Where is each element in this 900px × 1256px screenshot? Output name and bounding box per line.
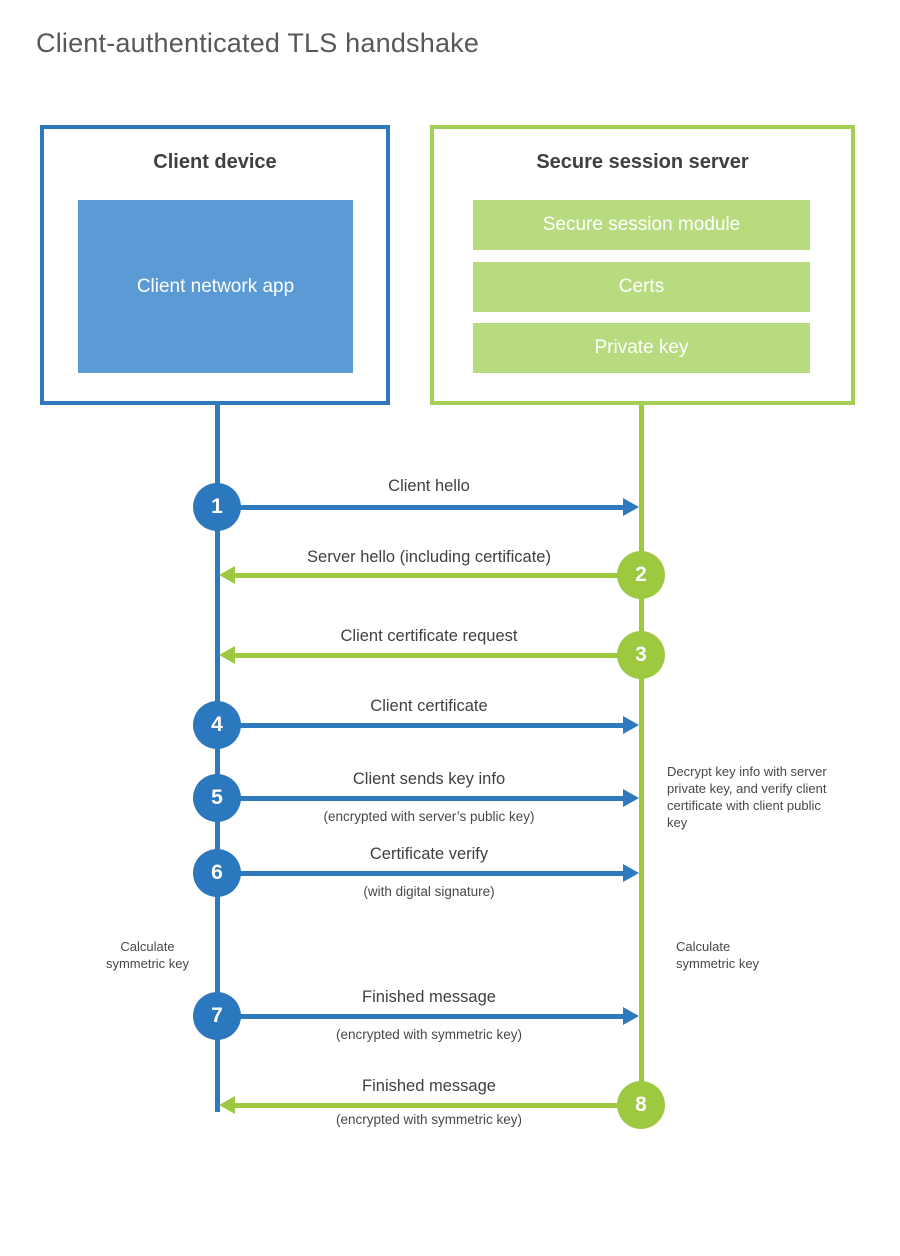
server-module-certs: Certs bbox=[473, 262, 810, 312]
arrowhead-right-icon bbox=[623, 864, 639, 882]
arrowhead-right-icon bbox=[623, 1007, 639, 1025]
arrowhead-right-icon bbox=[623, 789, 639, 807]
step-sublabel: (with digital signature) bbox=[363, 884, 495, 899]
step-arrow bbox=[217, 505, 623, 510]
step-label: Finished message bbox=[362, 988, 496, 1006]
step-sublabel: (encrypted with symmetric key) bbox=[335, 1112, 523, 1127]
note-calculate-symmetric-key-client: Calculate symmetric key bbox=[105, 939, 190, 972]
step-marker-8: 8 bbox=[617, 1081, 665, 1129]
note-calculate-symmetric-key-server: Calculate symmetric key bbox=[676, 939, 760, 972]
server-module-secure-session: Secure session module bbox=[473, 200, 810, 250]
step-arrow bbox=[235, 573, 641, 578]
arrowhead-right-icon bbox=[623, 498, 639, 516]
secure-session-server-heading: Secure session server bbox=[536, 151, 749, 173]
step-arrow bbox=[217, 871, 623, 876]
client-network-app-module: Client network app bbox=[78, 200, 353, 373]
step-marker-6: 6 bbox=[193, 849, 241, 897]
step-label: Client certificate bbox=[370, 697, 488, 715]
server-module-private-key: Private key bbox=[473, 323, 810, 373]
step-marker-7: 7 bbox=[193, 992, 241, 1040]
step-marker-2: 2 bbox=[617, 551, 665, 599]
step-arrow bbox=[235, 1103, 641, 1108]
step-label: Client certificate request bbox=[340, 627, 518, 645]
step-arrow bbox=[217, 723, 623, 728]
step-arrow bbox=[217, 1014, 623, 1019]
step-sublabel: (encrypted with symmetric key) bbox=[335, 1027, 523, 1042]
step-label: Client sends key info bbox=[352, 770, 506, 788]
step-sublabel: (encrypted with server’s public key) bbox=[323, 809, 535, 824]
arrowhead-right-icon bbox=[623, 716, 639, 734]
arrowhead-left-icon bbox=[219, 566, 235, 584]
note-decrypt-key-info: Decrypt key info with server private key… bbox=[667, 764, 827, 831]
step-marker-1: 1 bbox=[193, 483, 241, 531]
step-marker-3: 3 bbox=[617, 631, 665, 679]
client-device-heading: Client device bbox=[153, 151, 277, 173]
page-title: Client-authenticated TLS handshake bbox=[36, 28, 480, 58]
step-marker-5: 5 bbox=[193, 774, 241, 822]
arrowhead-left-icon bbox=[219, 646, 235, 664]
step-arrow bbox=[217, 796, 623, 801]
client-network-app-label: Client network app bbox=[136, 275, 295, 297]
step-label: Client hello bbox=[388, 477, 470, 495]
client-lifeline bbox=[215, 405, 220, 1112]
step-label: Server hello (including certificate) bbox=[307, 548, 551, 566]
step-label: Certificate verify bbox=[369, 845, 489, 863]
arrowhead-left-icon bbox=[219, 1096, 235, 1114]
step-arrow bbox=[235, 653, 641, 658]
step-marker-4: 4 bbox=[193, 701, 241, 749]
step-label: Finished message bbox=[362, 1077, 496, 1095]
server-lifeline bbox=[639, 405, 644, 1105]
